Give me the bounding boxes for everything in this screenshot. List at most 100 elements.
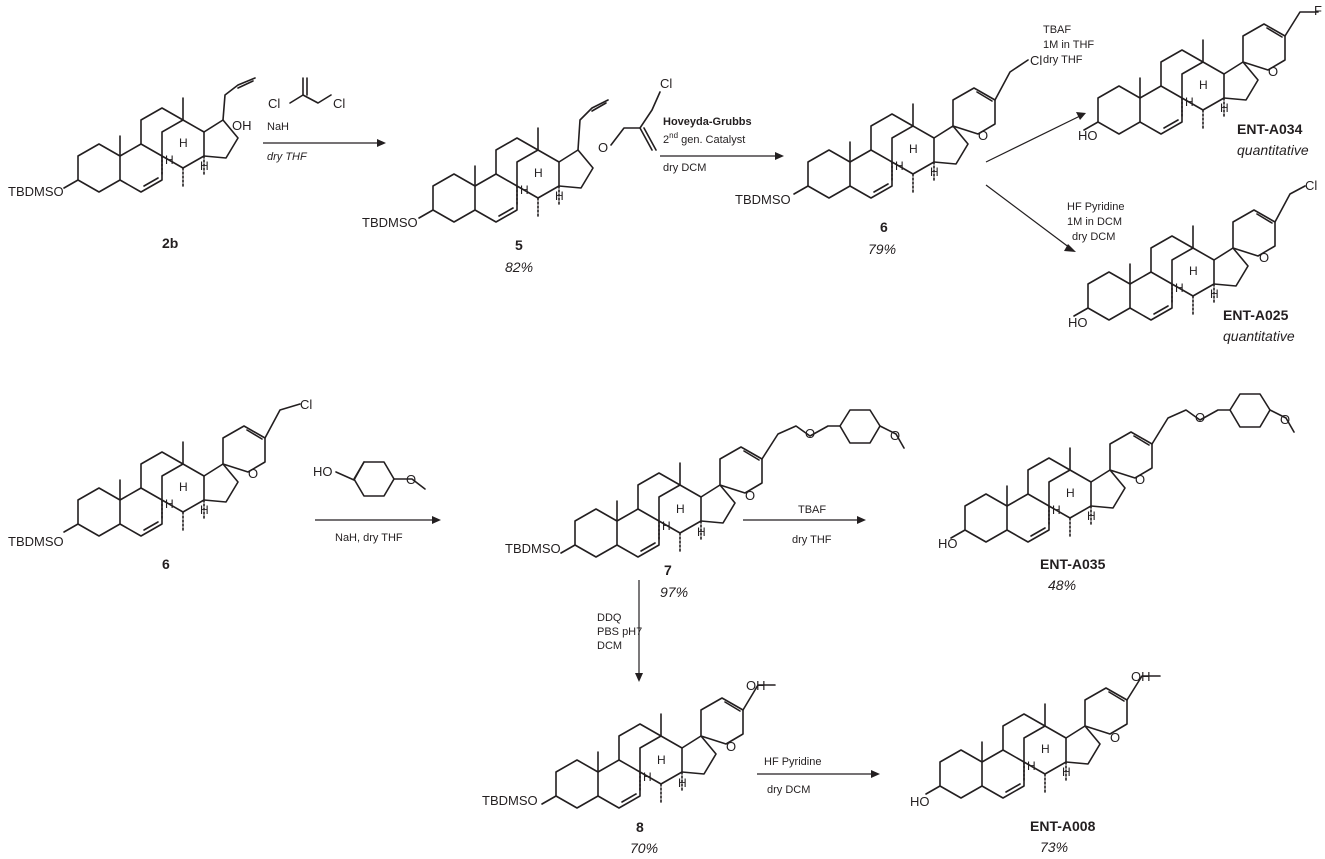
o-label-8: O xyxy=(726,739,736,754)
h-label-6-b: H xyxy=(909,142,918,156)
reagent-4-line1: HF Pyridine xyxy=(1067,201,1124,213)
cl-label-reagent-2: Cl xyxy=(333,96,345,111)
h-label-2b-c: H xyxy=(200,159,209,173)
arrow-1 xyxy=(263,139,386,147)
reagent-7-line3: DCM xyxy=(597,640,622,652)
ho-label-a025: HO xyxy=(1068,315,1088,330)
tbdmso-label-2b: TBDMSO xyxy=(8,184,64,199)
o-label-a035-ring: O xyxy=(1135,472,1145,487)
h-label-6-a: H xyxy=(895,159,904,173)
ho-label-a034: HO xyxy=(1078,128,1098,143)
h-label-5-a: H xyxy=(520,183,529,197)
arrow-3 xyxy=(985,112,1086,163)
compound-2b-structure xyxy=(63,77,256,193)
h-label-a035-c: H xyxy=(1087,509,1096,523)
oh-label-2b: OH xyxy=(232,118,252,133)
h-label-2b-a: H xyxy=(165,153,174,167)
o-label-7-ether: O xyxy=(805,426,815,441)
compound-ent-a025-structure xyxy=(1073,185,1306,321)
reagent-4-line3: dry DCM xyxy=(1072,231,1115,243)
reagent-8-line1: HF Pyridine xyxy=(764,756,821,768)
yield-7: 97% xyxy=(660,584,688,600)
compound-label-ent-a035: ENT-A035 xyxy=(1040,556,1106,572)
arrow-7 xyxy=(635,580,643,682)
h-label-a025-a: H xyxy=(1175,281,1184,295)
reagent-3-line2: 1M in THF xyxy=(1043,39,1094,51)
compound-label-5: 5 xyxy=(515,237,523,253)
compound-label-ent-a025: ENT-A025 xyxy=(1223,307,1289,323)
h-label-7-c: H xyxy=(697,525,706,539)
yield-ent-a035: 48% xyxy=(1048,577,1076,593)
h-label-a034-c: H xyxy=(1220,101,1229,115)
o-label-7-ring: O xyxy=(745,488,755,503)
compound-6-structure xyxy=(793,59,1029,199)
arrow-8 xyxy=(757,770,880,778)
h-label-a034-a: H xyxy=(1185,95,1194,109)
h-label-7-a: H xyxy=(662,519,671,533)
h-label-8-b: H xyxy=(657,753,666,767)
h-label-8-c: H xyxy=(678,776,687,790)
reagent-3-line1: TBAF xyxy=(1043,24,1071,36)
tbdmso-label-7: TBDMSO xyxy=(505,541,561,556)
h-label-a025-b: H xyxy=(1189,264,1198,278)
h-label-8-a: H xyxy=(643,770,652,784)
compound-ent-a008-structure xyxy=(925,675,1161,799)
cl-label-6b: Cl xyxy=(300,397,312,412)
compound-label-7: 7 xyxy=(664,562,672,578)
compound-6-repeat-structure xyxy=(63,403,301,537)
arrow-2 xyxy=(660,152,784,160)
f-label-a034: F xyxy=(1314,3,1322,18)
h-label-a034-b: H xyxy=(1199,78,1208,92)
tbdmso-label-6: TBDMSO xyxy=(735,192,791,207)
reagent-7-line2: PBS pH7 xyxy=(597,626,642,638)
o-label-5: O xyxy=(598,140,608,155)
o-label-a008: O xyxy=(1110,730,1120,745)
reagent-7-line1: DDQ xyxy=(597,612,622,624)
compound-label-6: 6 xyxy=(880,219,888,235)
yield-6: 79% xyxy=(868,241,896,257)
h-label-a035-b: H xyxy=(1066,486,1075,500)
h-label-6-c: H xyxy=(930,165,939,179)
reagent-1-line2: dry THF xyxy=(267,151,308,163)
compound-label-8: 8 xyxy=(636,819,644,835)
reagent-8-line2: dry DCM xyxy=(767,784,810,796)
h-label-7-b: H xyxy=(676,502,685,516)
o-label-a025: O xyxy=(1259,250,1269,265)
cl-label-a025: Cl xyxy=(1305,178,1317,193)
compound-label-ent-a008: ENT-A008 xyxy=(1030,818,1096,834)
o-label-6: O xyxy=(978,128,988,143)
ho-label-a008: HO xyxy=(910,794,930,809)
yield-8: 70% xyxy=(630,840,658,856)
compound-5-structure xyxy=(418,91,661,223)
h-label-a025-c: H xyxy=(1210,287,1219,301)
o-label-a034: O xyxy=(1268,64,1278,79)
o-label-7-methoxy: O xyxy=(890,428,900,443)
tbdmso-label-5: TBDMSO xyxy=(362,215,418,230)
yield-ent-a034: quantitative xyxy=(1237,142,1309,158)
reagent-4-line2: 1M in DCM xyxy=(1067,216,1122,228)
oh-label-8: OH xyxy=(746,678,766,693)
compound-label-6b: 6 xyxy=(162,556,170,572)
reagent-1-line1: NaH xyxy=(267,121,289,133)
compound-8-structure xyxy=(541,684,776,809)
h-label-a008-b: H xyxy=(1041,742,1050,756)
yield-5: 82% xyxy=(505,259,533,275)
tbdmso-label-8: TBDMSO xyxy=(482,793,538,808)
h-label-a008-c: H xyxy=(1062,765,1071,779)
h-label-a035-a: H xyxy=(1052,503,1061,517)
cl-label-6: Cl xyxy=(1030,53,1042,68)
reagent-6-line1: TBAF xyxy=(798,504,826,516)
reagent-2-line2: 2nd gen. Catalyst xyxy=(663,131,745,146)
cl-label-5: Cl xyxy=(660,76,672,91)
reagent-6-line2: dry THF xyxy=(792,534,832,546)
yield-ent-a025: quantitative xyxy=(1223,328,1295,344)
compound-7-structure xyxy=(560,409,905,558)
reagent-5-line1: NaH, dry THF xyxy=(335,532,403,544)
compound-label-ent-a034: ENT-A034 xyxy=(1237,121,1303,137)
yield-ent-a008: 73% xyxy=(1040,839,1068,855)
ho-label-a035: HO xyxy=(938,536,958,551)
reagent-dichloroisobutene-structure xyxy=(289,77,332,104)
ho-label-pmb: HO xyxy=(313,464,333,479)
compound-ent-a034-structure xyxy=(1083,11,1319,135)
o-label-a035-ether: O xyxy=(1195,410,1205,425)
